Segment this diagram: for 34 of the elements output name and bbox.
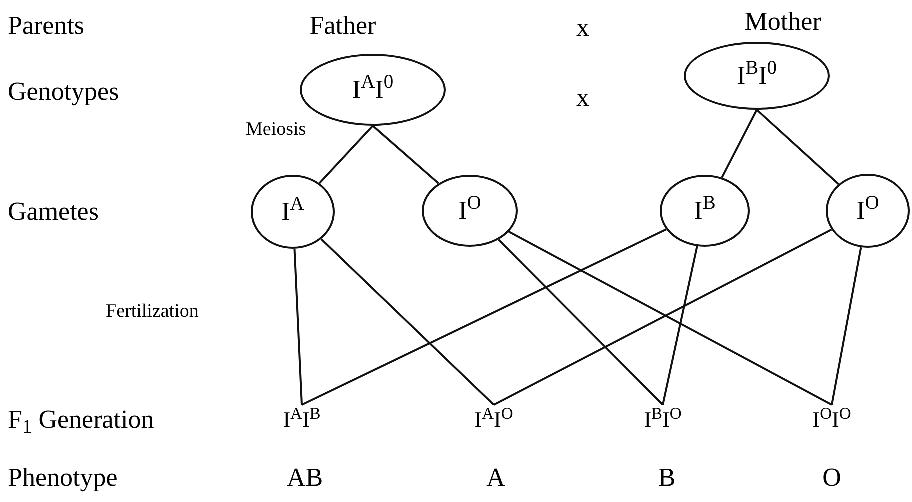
connector-line [756,109,840,186]
phenotype-label: AB [286,462,324,494]
genotype-label: I$^{A}$I$^{B}$ [272,405,332,435]
parent-label: Father [310,10,376,42]
connector-line [318,125,374,184]
genotype-ellipse: I$^{A}$I$^{0}$ [300,54,446,126]
connector-line [302,228,667,406]
row-label: Phenotype [8,462,118,494]
connector-line [498,239,664,406]
genotype-ellipse: I$^{O}$ [826,174,910,248]
connector-line [662,246,698,406]
parent-label: Mother [744,6,822,38]
connector-line [831,247,862,406]
genotype-label: I$^{B}$I$^{O}$ [633,405,693,435]
row-label: Gametes [8,196,99,228]
connector-line [294,248,303,406]
connector-line [721,110,758,178]
cross-symbol: x [576,12,590,44]
genotype-ellipse: I$^{A}$ [251,175,335,249]
connector-line [372,125,440,184]
connector-line [320,238,495,406]
phenotype-label: O [822,462,842,494]
row-label: Genotypes [8,76,120,108]
genotype-label: I$^{A}$I$^{O}$ [464,405,524,435]
phenotype-label: B [658,462,676,494]
row-label: Parents [8,10,85,42]
genotype-ellipse: I$^{O}$ [422,175,518,247]
genotype-label: I$^{O}$I$^{O}$ [802,405,862,435]
cross-symbol: x [576,82,590,114]
phenotype-label: A [486,462,506,494]
process-label: Fertilization [106,300,199,324]
genotype-ellipse: I$^{B}$ [660,175,750,247]
genotype-ellipse: I$^{B}$I$^{0}$ [684,42,830,110]
row-label: F$_{1}$ Generation [8,404,154,436]
